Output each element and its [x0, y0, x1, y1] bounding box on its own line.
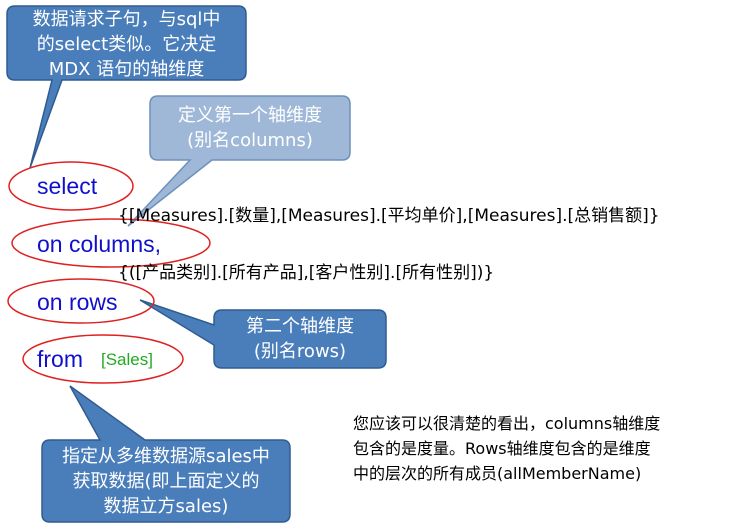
ellipse-from	[22, 334, 184, 384]
note-line-3: 中的层次的所有成员(allMemberName)	[353, 464, 642, 483]
callout-from-line-1: 指定从多维数据源sales中	[62, 446, 270, 467]
keyword-select: select	[37, 173, 98, 199]
callout-from-line-2: 获取数据(即上面定义的	[72, 471, 260, 492]
callout-select-shape	[6, 5, 247, 169]
callout-columns-shape	[127, 95, 351, 227]
cube-name: [Sales]	[101, 350, 153, 369]
callout-rows-shape	[139, 299, 387, 369]
callout-columns-line-2: (别名columns)	[187, 130, 313, 151]
keyword-on-rows: on rows	[37, 289, 118, 315]
keyword-on-columns: on columns,	[37, 231, 162, 257]
callout-from-text: 指定从多维数据源sales中 获取数据(即上面定义的 数据立方sales)	[42, 444, 290, 519]
ellipse-select	[8, 161, 134, 211]
explanation-note: 您应该可以很清楚的看出，columns轴维度 包含的是度量。Rows轴维度包含的…	[353, 411, 660, 486]
callout-columns-text: 定义第一个轴维度 (别名columns)	[150, 103, 350, 153]
rows-set-expression: {([产品类别].[所有产品],[客户性别].[所有性别])}	[118, 263, 495, 283]
callout-from-line-3: 数据立方sales)	[103, 496, 229, 517]
keyword-from: from	[37, 346, 83, 372]
callout-select-text: 数据请求子句，与sql中 的select类似。它决定 MDX 语句的轴维度	[7, 6, 246, 82]
note-line-1: 您应该可以很清楚的看出，columns轴维度	[353, 414, 661, 433]
ellipse-on-columns	[11, 218, 211, 268]
callout-select-line-2: 的select类似。它决定	[36, 34, 217, 55]
columns-set-expression: {[Measures].[数量],[Measures].[平均单价],[Meas…	[118, 206, 660, 226]
callout-rows-text: 第二个轴维度 (别名rows)	[214, 314, 386, 364]
ellipse-on-rows	[7, 278, 155, 324]
callout-select-line-1: 数据请求子句，与sql中	[32, 9, 221, 30]
callout-from-shape	[41, 385, 291, 523]
callout-rows-line-2: (别名rows)	[253, 341, 347, 362]
note-line-2: 包含的是度量。Rows轴维度包含的是维度	[353, 439, 651, 458]
callout-select-line-3: MDX 语句的轴维度	[48, 59, 205, 80]
callout-rows-line-1: 第二个轴维度	[246, 316, 354, 337]
callout-columns-line-1: 定义第一个轴维度	[178, 105, 322, 126]
